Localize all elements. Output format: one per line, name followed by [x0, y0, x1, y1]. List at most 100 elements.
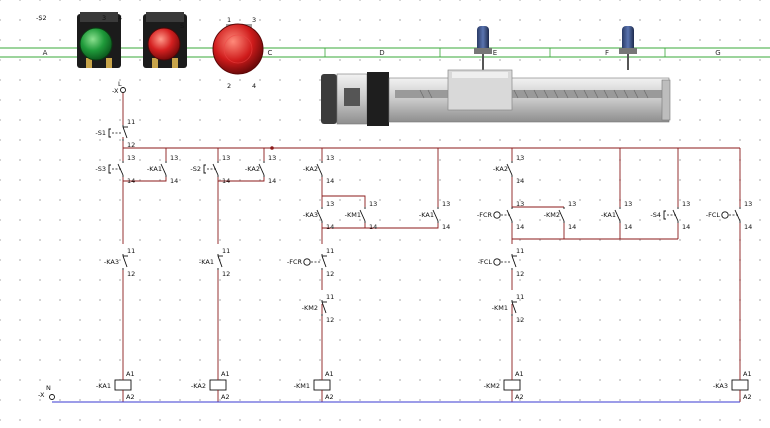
contact-km1a[interactable]: 13 14 -KM1: [345, 200, 378, 231]
terminal-label: 12: [516, 270, 524, 278]
device-tag: -FCR: [287, 258, 303, 266]
device-tag: -FCL: [706, 211, 721, 219]
device-tag: -S2: [190, 165, 201, 173]
terminal-label: 11: [516, 293, 524, 301]
terminal-label: 11: [222, 247, 230, 255]
coil-terminal-a2: A2: [325, 393, 334, 401]
terminal-label: 14: [170, 177, 178, 185]
contact-fcrb[interactable]: 11 12 -FCR: [287, 247, 334, 278]
control-wiring: [122, 93, 741, 402]
terminal-label: 11: [127, 118, 135, 126]
terminal-label: 13: [268, 154, 276, 162]
red-pushbutton-image: [143, 12, 187, 68]
coil-terminal-a2: A2: [126, 393, 135, 401]
terminal-label: 14: [369, 223, 377, 231]
supply-terminal-n[interactable]: [49, 394, 55, 400]
coil-tag: -KA2: [191, 382, 206, 390]
terminal-label: 13: [624, 200, 632, 208]
supply-terminal-l-label: L: [118, 80, 122, 88]
junction-dot: [270, 146, 274, 150]
coil-tag: -KM1: [294, 382, 310, 390]
device-tag: -KA3: [104, 258, 119, 266]
terminal-label: 13: [326, 154, 334, 162]
coil-terminal-a1: A1: [126, 370, 135, 378]
terminal-label: 12: [222, 270, 230, 278]
coil-terminal-a2: A2: [743, 393, 752, 401]
terminal-label: 14: [222, 177, 230, 185]
contact-ka1c[interactable]: 13 14 -KA1: [601, 200, 632, 231]
supply-terminal-n-tag: -X: [38, 391, 45, 399]
emergency-stop-image: [212, 23, 264, 75]
device-tag: -FCR: [477, 211, 493, 219]
terminal-label: 14: [516, 177, 524, 185]
terminal-label: 14: [442, 223, 450, 231]
contact-fcla[interactable]: 13 14 -FCL: [706, 200, 753, 231]
terminal-label: 13: [369, 200, 377, 208]
device-tag: -KM1: [492, 304, 508, 312]
coil-terminal-a1: A1: [221, 370, 230, 378]
device-tag: -KA1: [147, 165, 162, 173]
coil-tag: -KM2: [484, 382, 500, 390]
terminal-label: 11: [516, 247, 524, 255]
preview-label-3b: 3: [252, 16, 256, 24]
terminal-label: 14: [326, 177, 334, 185]
preview-label-4b: 4: [252, 82, 256, 90]
terminal-label: 14: [127, 177, 135, 185]
terminal-label: 13: [516, 154, 524, 162]
limit-sensor-right-image: [619, 26, 637, 70]
terminal-label: 12: [326, 270, 334, 278]
terminal-label: 13: [568, 200, 576, 208]
supply-terminal-l[interactable]: [120, 87, 126, 93]
terminal-label: 14: [744, 223, 752, 231]
contact-ka2b[interactable]: 13 14 -KA2: [303, 154, 334, 185]
supply-terminal-l-tag: -X: [112, 87, 119, 95]
terminal-label: 13: [127, 154, 135, 162]
device-tag: -FCL: [478, 258, 493, 266]
device-tag: -S1: [95, 129, 106, 137]
coil-tag: -KA3: [713, 382, 728, 390]
device-tag: -KA1: [601, 211, 616, 219]
terminal-label: 14: [624, 223, 632, 231]
device-tag: -KA2: [493, 165, 508, 173]
green-pushbutton-image: [77, 12, 121, 68]
contact-fclb[interactable]: 11 12 -FCL: [478, 247, 525, 278]
preview-label-2: 2: [227, 82, 231, 90]
coil-terminal-a1: A1: [325, 370, 334, 378]
preview-label-3: 3: [102, 14, 106, 22]
terminal-label: 14: [568, 223, 576, 231]
device-tag: -KM1: [345, 211, 361, 219]
column-label-g: G: [715, 49, 720, 57]
coil-terminal-a2: A2: [221, 393, 230, 401]
device-tag: -KA3: [303, 211, 318, 219]
column-label-d: D: [379, 49, 384, 57]
contact-ka2c[interactable]: 13 14 -KA2: [493, 154, 524, 185]
terminal-label: 13: [744, 200, 752, 208]
column-label-a: A: [43, 49, 48, 57]
terminal-label: 14: [682, 223, 690, 231]
device-tag: -KA2: [303, 165, 318, 173]
terminal-label: 14: [516, 223, 524, 231]
terminal-label: 11: [326, 247, 334, 255]
column-label-c: C: [268, 49, 273, 57]
